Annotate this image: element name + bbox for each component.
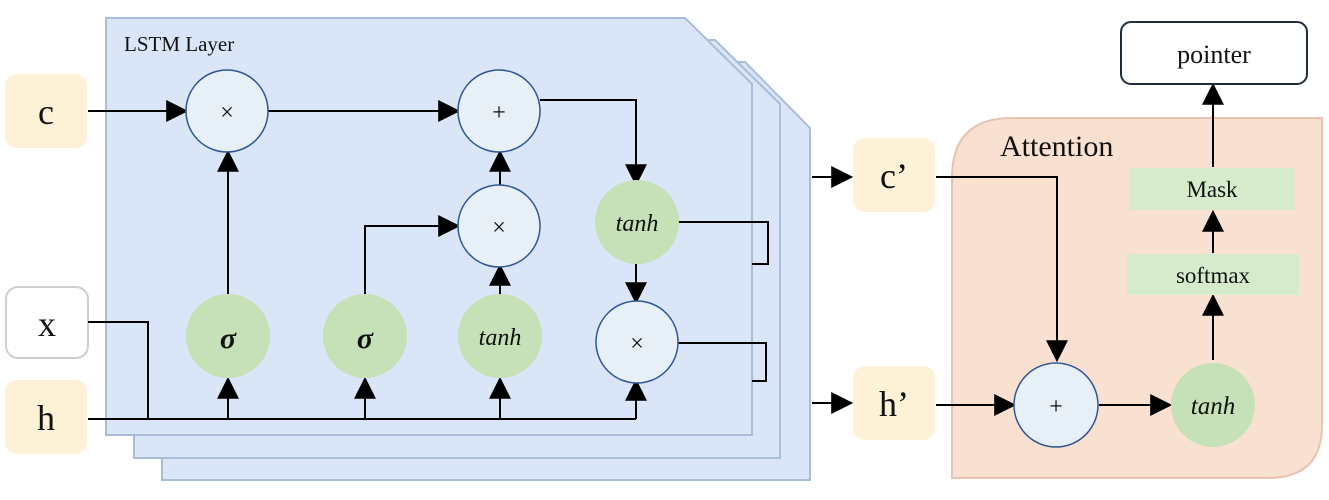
output-multiply-label: × [630,331,644,357]
output-multiply-node [595,300,679,384]
forget-gate-sigma-node [186,294,270,378]
attention-add-node [1013,362,1099,448]
mask-label: Mask [1186,177,1238,202]
arrow-sigma2-to-input-multiply [364,215,461,294]
pointer-label: pointer [1177,40,1251,69]
connections [88,82,1224,420]
cell-tanh-node [595,180,679,264]
input-h-box [5,380,87,454]
lstm-operators: × + × × [185,69,679,384]
pointer-box [1120,21,1308,85]
input-multiply-label: × [492,215,506,241]
input-c-box [5,74,87,148]
output-c-prime-label: c’ [880,156,908,196]
mask-box [1130,168,1294,210]
lstm-gates: σ σ tanh tanh [186,180,679,378]
attention-title: Attention [1000,130,1113,163]
candidate-tanh-node [458,294,542,378]
input-h-label: h [37,398,55,438]
attention-add-label: + [1049,394,1063,420]
softmax-box [1127,254,1299,295]
forget-multiply-label: × [220,100,234,126]
cell-add-label: + [492,100,506,126]
attention-tanh-node [1171,363,1255,447]
input-x-label: x [38,304,56,344]
softmax-label: softmax [1176,263,1251,288]
forget-gate-sigma-label: σ [220,322,237,355]
arrow-add-to-tanh [540,99,647,187]
cell-tanh-label: tanh [616,211,659,237]
line-x-input [88,321,149,419]
output-h-prime-label: h’ [879,384,909,424]
input-gate-sigma-label: σ [357,322,374,355]
line-tanh-out [677,221,769,265]
forget-multiply-node [185,69,269,153]
cell-add-node [457,69,541,153]
input-multiply-node [457,184,541,268]
candidate-tanh-label: tanh [479,325,522,351]
attention-nodes: + tanh softmax Mask pointer [1013,21,1308,448]
input-gate-sigma-node [323,294,407,378]
arrow-c-prime-to-attention-add [936,176,1068,363]
input-c-label: c [38,92,54,132]
attention-tanh-label: tanh [1191,393,1235,420]
lstm-layer-title: LSTM Layer [124,32,234,56]
line-output-multiply-out [678,342,767,382]
output-h-prime-box [853,366,935,440]
output-c-prime-box [853,138,935,212]
